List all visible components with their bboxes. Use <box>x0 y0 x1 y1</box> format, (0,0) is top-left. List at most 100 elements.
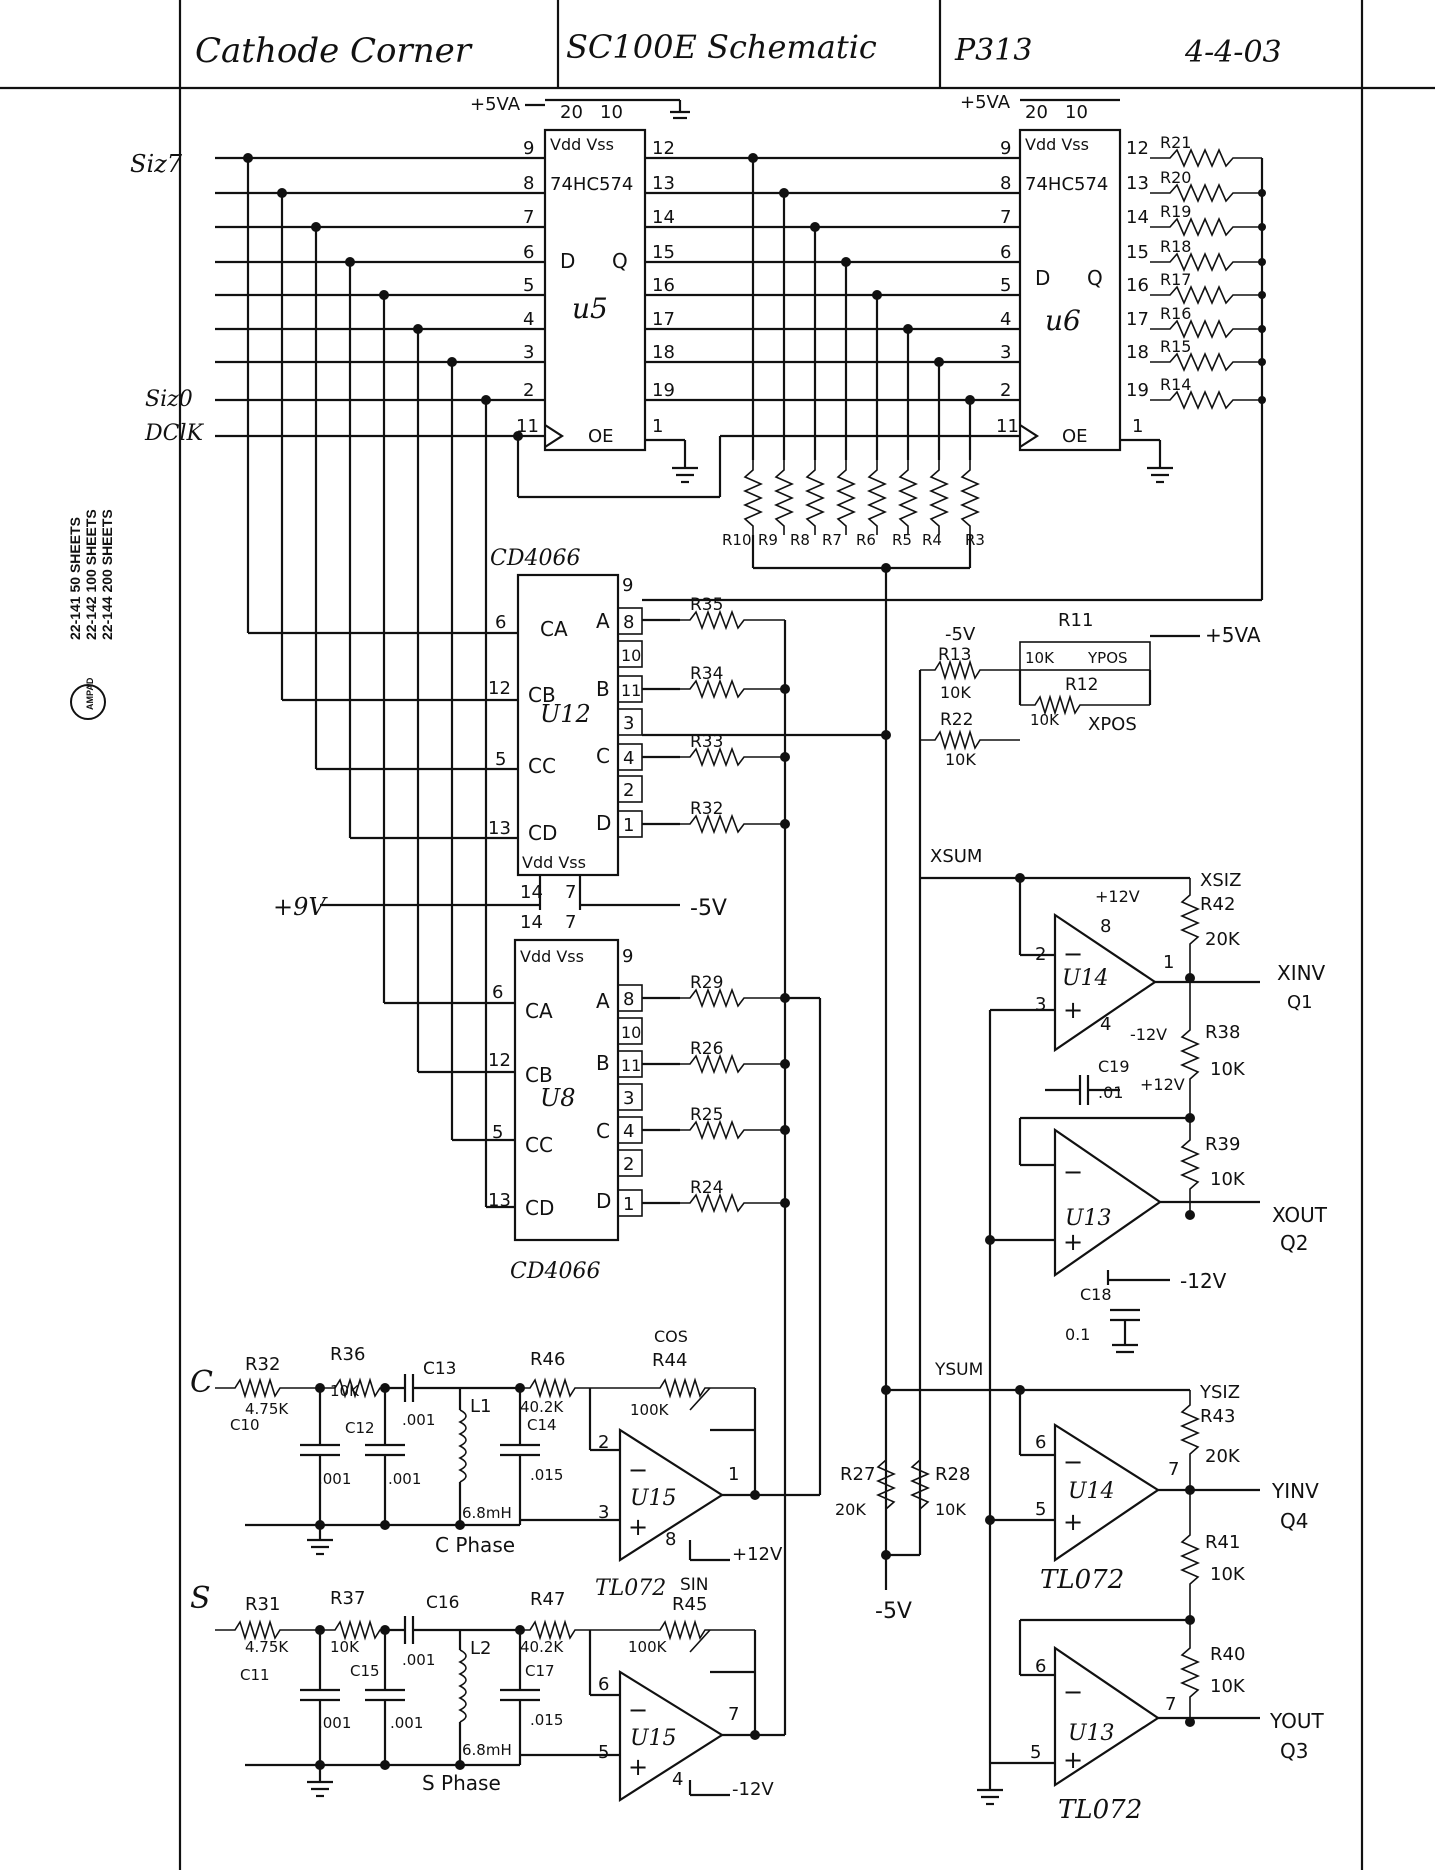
u12-r34: R34 <box>690 664 723 684</box>
u8-sw-d: D <box>596 1189 611 1213</box>
u6-d-pin-1: 8 <box>1000 173 1011 194</box>
sin-section: R31 4.75K R37 10K C16 .001 C11 .001 C15 … <box>215 1250 787 1803</box>
cos-r32-val: 4.75K <box>245 1400 289 1418</box>
u12-minus5v: -5V <box>690 896 727 921</box>
pad-label-line1: 22-141 50 SHEETS <box>67 517 83 640</box>
u12-ctrl-pin-1: 12 <box>488 678 511 699</box>
u12-vdd-vss: Vdd Vss <box>522 853 586 872</box>
y-u13-pin-7: 7 <box>1165 1694 1176 1715</box>
x-u14: U14 <box>1062 966 1109 991</box>
u12-pwr-pin-14: 14 <box>520 882 543 903</box>
sin-l2-val: 6.8mH <box>462 1741 512 1759</box>
sin-c15: C15 <box>350 1662 380 1680</box>
u5-supply: +5VA <box>470 94 521 115</box>
u6-q-pin-1: 13 <box>1126 173 1149 194</box>
u12-sw-a: A <box>596 609 610 633</box>
u12-left-pin-3: 1 <box>623 815 634 836</box>
x-xsum: XSUM <box>930 846 982 867</box>
u12-ctrl-cd: CD <box>528 821 557 845</box>
u8-ctrl-cd: CD <box>525 1196 554 1220</box>
y-yout: YOUT <box>1269 1709 1325 1733</box>
x-c18-val: 0.1 <box>1065 1325 1090 1344</box>
u6-d-pin-5: 4 <box>1000 309 1011 330</box>
sin-r45: R45 <box>672 1594 707 1615</box>
u5-oe-pin: 1 <box>652 416 663 437</box>
u12-name: U12 <box>540 700 591 728</box>
cos-r44-val: 100K <box>630 1401 670 1419</box>
sin-r47-val: 40.2K <box>520 1638 564 1656</box>
u12-right-pin-1: 3 <box>623 713 634 734</box>
sin-c17: C17 <box>525 1662 555 1680</box>
sin-r45-val: 100K <box>628 1638 668 1656</box>
u5-pin-vss: 10 <box>600 102 623 123</box>
u5-d-pin-3: 6 <box>523 242 534 263</box>
u5-d-pin-2: 7 <box>523 207 534 228</box>
u6-latch: +5VA 20 10 Vdd Vss 74HC574 D Q u6 OE 9 8… <box>660 92 1266 602</box>
x-minus-sign: − <box>1063 940 1083 968</box>
x-pin-8: 8 <box>1100 916 1111 937</box>
u6-q-pin-3: 15 <box>1126 242 1149 263</box>
x-section: XSUM XSIZ R42 20K − + U14 +12V -12V 2 3 … <box>920 846 1328 1763</box>
u12-top-pin: 9 <box>622 575 633 596</box>
u12-ctrl-pin-0: 6 <box>495 612 506 633</box>
y-r40: R40 <box>1210 1644 1245 1665</box>
sin-c16-val: .001 <box>402 1651 435 1669</box>
u5-d-pin-4: 5 <box>523 275 534 296</box>
u6-r19: R19 <box>1160 202 1191 221</box>
u12-switch: CD4066 CA CB CC CD U12 A B C D Vdd Vss 6… <box>248 546 891 1250</box>
y-tl072-b: TL072 <box>1058 1795 1142 1825</box>
sin-minus-sign: − <box>628 1696 648 1724</box>
u8-right-pin-1: 3 <box>623 1088 634 1109</box>
cos-c14-val: .015 <box>530 1466 563 1484</box>
u6-r20: R20 <box>1160 168 1191 187</box>
cos-label: COS <box>654 1327 688 1346</box>
sin-u15: U15 <box>630 1726 677 1751</box>
u6-d: D <box>1035 266 1050 290</box>
x-r38: R38 <box>1205 1022 1240 1043</box>
u6-q: Q <box>1087 266 1103 290</box>
u8-left-pin-0: 8 <box>623 989 634 1010</box>
u12-part: CD4066 <box>490 546 580 571</box>
u5-q-pin-4: 16 <box>652 275 675 296</box>
u8-left-pin-2: 4 <box>623 1121 634 1142</box>
u6-r18: R18 <box>1160 237 1191 256</box>
u5-q-pin-6: 18 <box>652 342 675 363</box>
u8-sw-c: C <box>596 1119 610 1143</box>
x-q1: Q1 <box>1287 992 1313 1013</box>
x-u13: U13 <box>1065 1206 1112 1231</box>
sheet-date: 4-4-03 <box>1184 35 1282 70</box>
pos-minus5v: -5V <box>945 624 976 645</box>
u12-ctrl-pin-2: 5 <box>495 749 506 770</box>
x-r39-val: 10K <box>1210 1169 1246 1190</box>
pos-r12-val: 10K <box>1030 711 1060 729</box>
u8-r29: R29 <box>690 973 723 993</box>
x-u13-rail-neg: -12V <box>1180 1269 1227 1293</box>
sin-c11-val: .001 <box>318 1714 351 1732</box>
cos-c14: C14 <box>527 1416 557 1434</box>
u8-ctrl-pin-2: 5 <box>492 1122 503 1143</box>
u5-oe: OE <box>588 426 614 447</box>
u8-pwr-pin-14: 14 <box>520 912 543 933</box>
u8-sw-a: A <box>596 989 610 1013</box>
u12-pwr-pin-7: 7 <box>565 882 576 903</box>
page-number: P313 <box>954 33 1032 68</box>
cos-pin-8: 8 <box>665 1529 676 1550</box>
ladder-r3: R3 <box>965 531 985 549</box>
bias-r28-val: 10K <box>935 1500 966 1519</box>
u8-vdd-vss: Vdd Vss <box>520 947 584 966</box>
u6-name: u6 <box>1045 304 1081 337</box>
u12-r32-label: R32 <box>690 799 723 819</box>
y-u14: U14 <box>1068 1479 1115 1504</box>
u12-r33: R33 <box>690 732 723 752</box>
pos-ypos: YPOS <box>1087 649 1128 667</box>
cos-u15: U15 <box>630 1486 677 1511</box>
cos-c10: C10 <box>230 1416 260 1434</box>
u12-right-pin-2: 2 <box>623 780 634 801</box>
input-bus <box>215 153 1020 1207</box>
u6-supply: +5VA <box>960 92 1011 113</box>
sin-r47: R47 <box>530 1589 565 1610</box>
u6-r14: R14 <box>1160 375 1191 394</box>
x-pin-3: 3 <box>1035 994 1046 1015</box>
sin-r37-val: 10K <box>330 1638 360 1656</box>
